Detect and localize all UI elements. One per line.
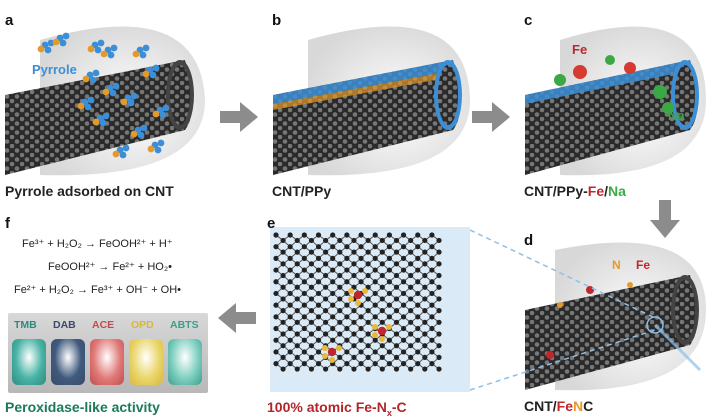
- pyrrole-tag: Pyrrole: [32, 62, 77, 77]
- right-arrow-icon: [220, 102, 258, 132]
- pyrrole-molecule: [112, 144, 130, 159]
- cnt-illustration-c: [525, 26, 706, 176]
- pyrrole-molecule: [37, 39, 55, 54]
- caption-b: CNT/PPy: [272, 183, 332, 199]
- caption-e-main: 100% atomic Fe-N: [267, 399, 387, 415]
- panel-f: f Fe³⁺ + H₂O₂ → FeOOH²⁺ + H⁺ FeOOH²⁺ → F…: [0, 215, 215, 417]
- well-abts: [168, 339, 202, 385]
- caption-c-na: Na: [608, 183, 626, 199]
- pyrrole-molecule: [120, 92, 138, 107]
- panel-label-a: a: [5, 12, 14, 29]
- panel-label-e: e: [267, 215, 276, 232]
- nitrogen-atom: [362, 288, 368, 294]
- caption-e: 100% atomic Fe-Nx-C: [267, 399, 407, 418]
- pyrrole-molecule: [92, 112, 110, 127]
- well-label-opd: OPD: [131, 319, 154, 331]
- graphene-lattice: [273, 232, 442, 372]
- iron-atom: [353, 290, 363, 300]
- fe-tag: Fe: [572, 42, 588, 57]
- well-label-ace: ACE: [92, 319, 115, 331]
- caption-d: CNT/FeNC: [524, 398, 593, 414]
- pyrrole-molecule: [132, 44, 150, 59]
- iron-atom: [327, 347, 337, 357]
- pyrrole-molecule: [77, 96, 95, 111]
- panel-e: e 100% atomic Fe-Nx-C: [265, 215, 475, 418]
- well-dab: [51, 339, 85, 385]
- nitrogen-atom: [322, 353, 328, 359]
- left-arrow-icon: [218, 303, 256, 333]
- pyrrole-molecule: [52, 32, 70, 47]
- nitrogen-atom: [348, 296, 354, 302]
- nitrogen-atom: [336, 345, 342, 351]
- well-ace: [90, 339, 124, 385]
- pyrrole-molecule: [82, 69, 100, 84]
- right-arrow-icon: [472, 102, 510, 132]
- down-arrow-icon: [650, 200, 680, 238]
- caption-d-fe: Fe: [556, 398, 574, 414]
- well-tmb: [12, 339, 46, 385]
- nitrogen-atom: [372, 324, 378, 330]
- caption-f: Peroxidase-like activity: [5, 399, 160, 415]
- pyrrole-molecule: [142, 64, 160, 79]
- pyrrole-molecules: [37, 32, 170, 159]
- pyrrole-molecule: [100, 44, 118, 59]
- pyrrole-molecule: [87, 39, 105, 54]
- cnt-illustration-b: [273, 26, 470, 176]
- nitrogen-atom: [348, 288, 354, 294]
- equation-3: Fe²⁺ + H₂O₂ → Fe³⁺ + OH⁻ + OH•: [14, 284, 182, 296]
- nitrogen-atom: [355, 300, 361, 306]
- panel-a: a Pyrrole Pyrrole adsorbed on CNT: [0, 0, 210, 200]
- well-label-dab: DAB: [53, 319, 76, 331]
- panel-label-b: b: [272, 12, 282, 29]
- panel-label-c: c: [524, 12, 533, 29]
- iron-atom: [377, 326, 387, 336]
- na-tag: Na: [668, 108, 685, 123]
- caption-c-slash: /: [604, 183, 609, 199]
- nitrogen-atom: [329, 357, 335, 363]
- caption-a: Pyrrole adsorbed on CNT: [5, 183, 174, 199]
- n-tag: N: [612, 258, 621, 272]
- equation-1: Fe³⁺ + H₂O₂ → FeOOH²⁺ + H⁺: [22, 238, 173, 250]
- well-label-tmb: TMB: [14, 319, 37, 331]
- nitrogen-atom: [372, 332, 378, 338]
- panel-label-d: d: [524, 232, 534, 249]
- caption-d-c: C: [583, 398, 594, 414]
- caption-c: CNT/PPy-Fe/Na: [524, 183, 626, 199]
- nitrogen-atom: [322, 345, 328, 351]
- nitrogen-atom: [386, 324, 392, 330]
- fe-tag-d: Fe: [636, 258, 651, 272]
- pyrrole-molecule: [102, 82, 120, 97]
- pyrrole-molecule: [130, 124, 148, 139]
- equation-2: FeOOH²⁺ → Fe²⁺ + HO₂•: [48, 261, 172, 273]
- well-label-abts: ABTS: [170, 319, 199, 331]
- pyrrole-molecule: [147, 139, 165, 154]
- panel-c: c Fe Na CNT/PPy-Fe/Na: [520, 0, 708, 200]
- panel-d: d N Fe CNT/FeNC: [520, 230, 708, 417]
- caption-d-prefix: CNT/: [524, 398, 557, 414]
- panel-b: b CNT/PPy: [268, 0, 473, 200]
- caption-e-sub: x: [386, 407, 392, 418]
- caption-e-end: -C: [391, 399, 407, 415]
- pyrrole-molecule: [152, 104, 170, 119]
- cnt-illustration-d: [525, 242, 706, 391]
- well-opd: [129, 339, 163, 385]
- caption-c-fe: Fe: [587, 183, 605, 199]
- panel-label-f: f: [5, 215, 10, 232]
- caption-c-prefix: CNT/PPy-: [524, 183, 588, 199]
- nitrogen-atom: [379, 336, 385, 342]
- caption-d-n: N: [573, 398, 584, 414]
